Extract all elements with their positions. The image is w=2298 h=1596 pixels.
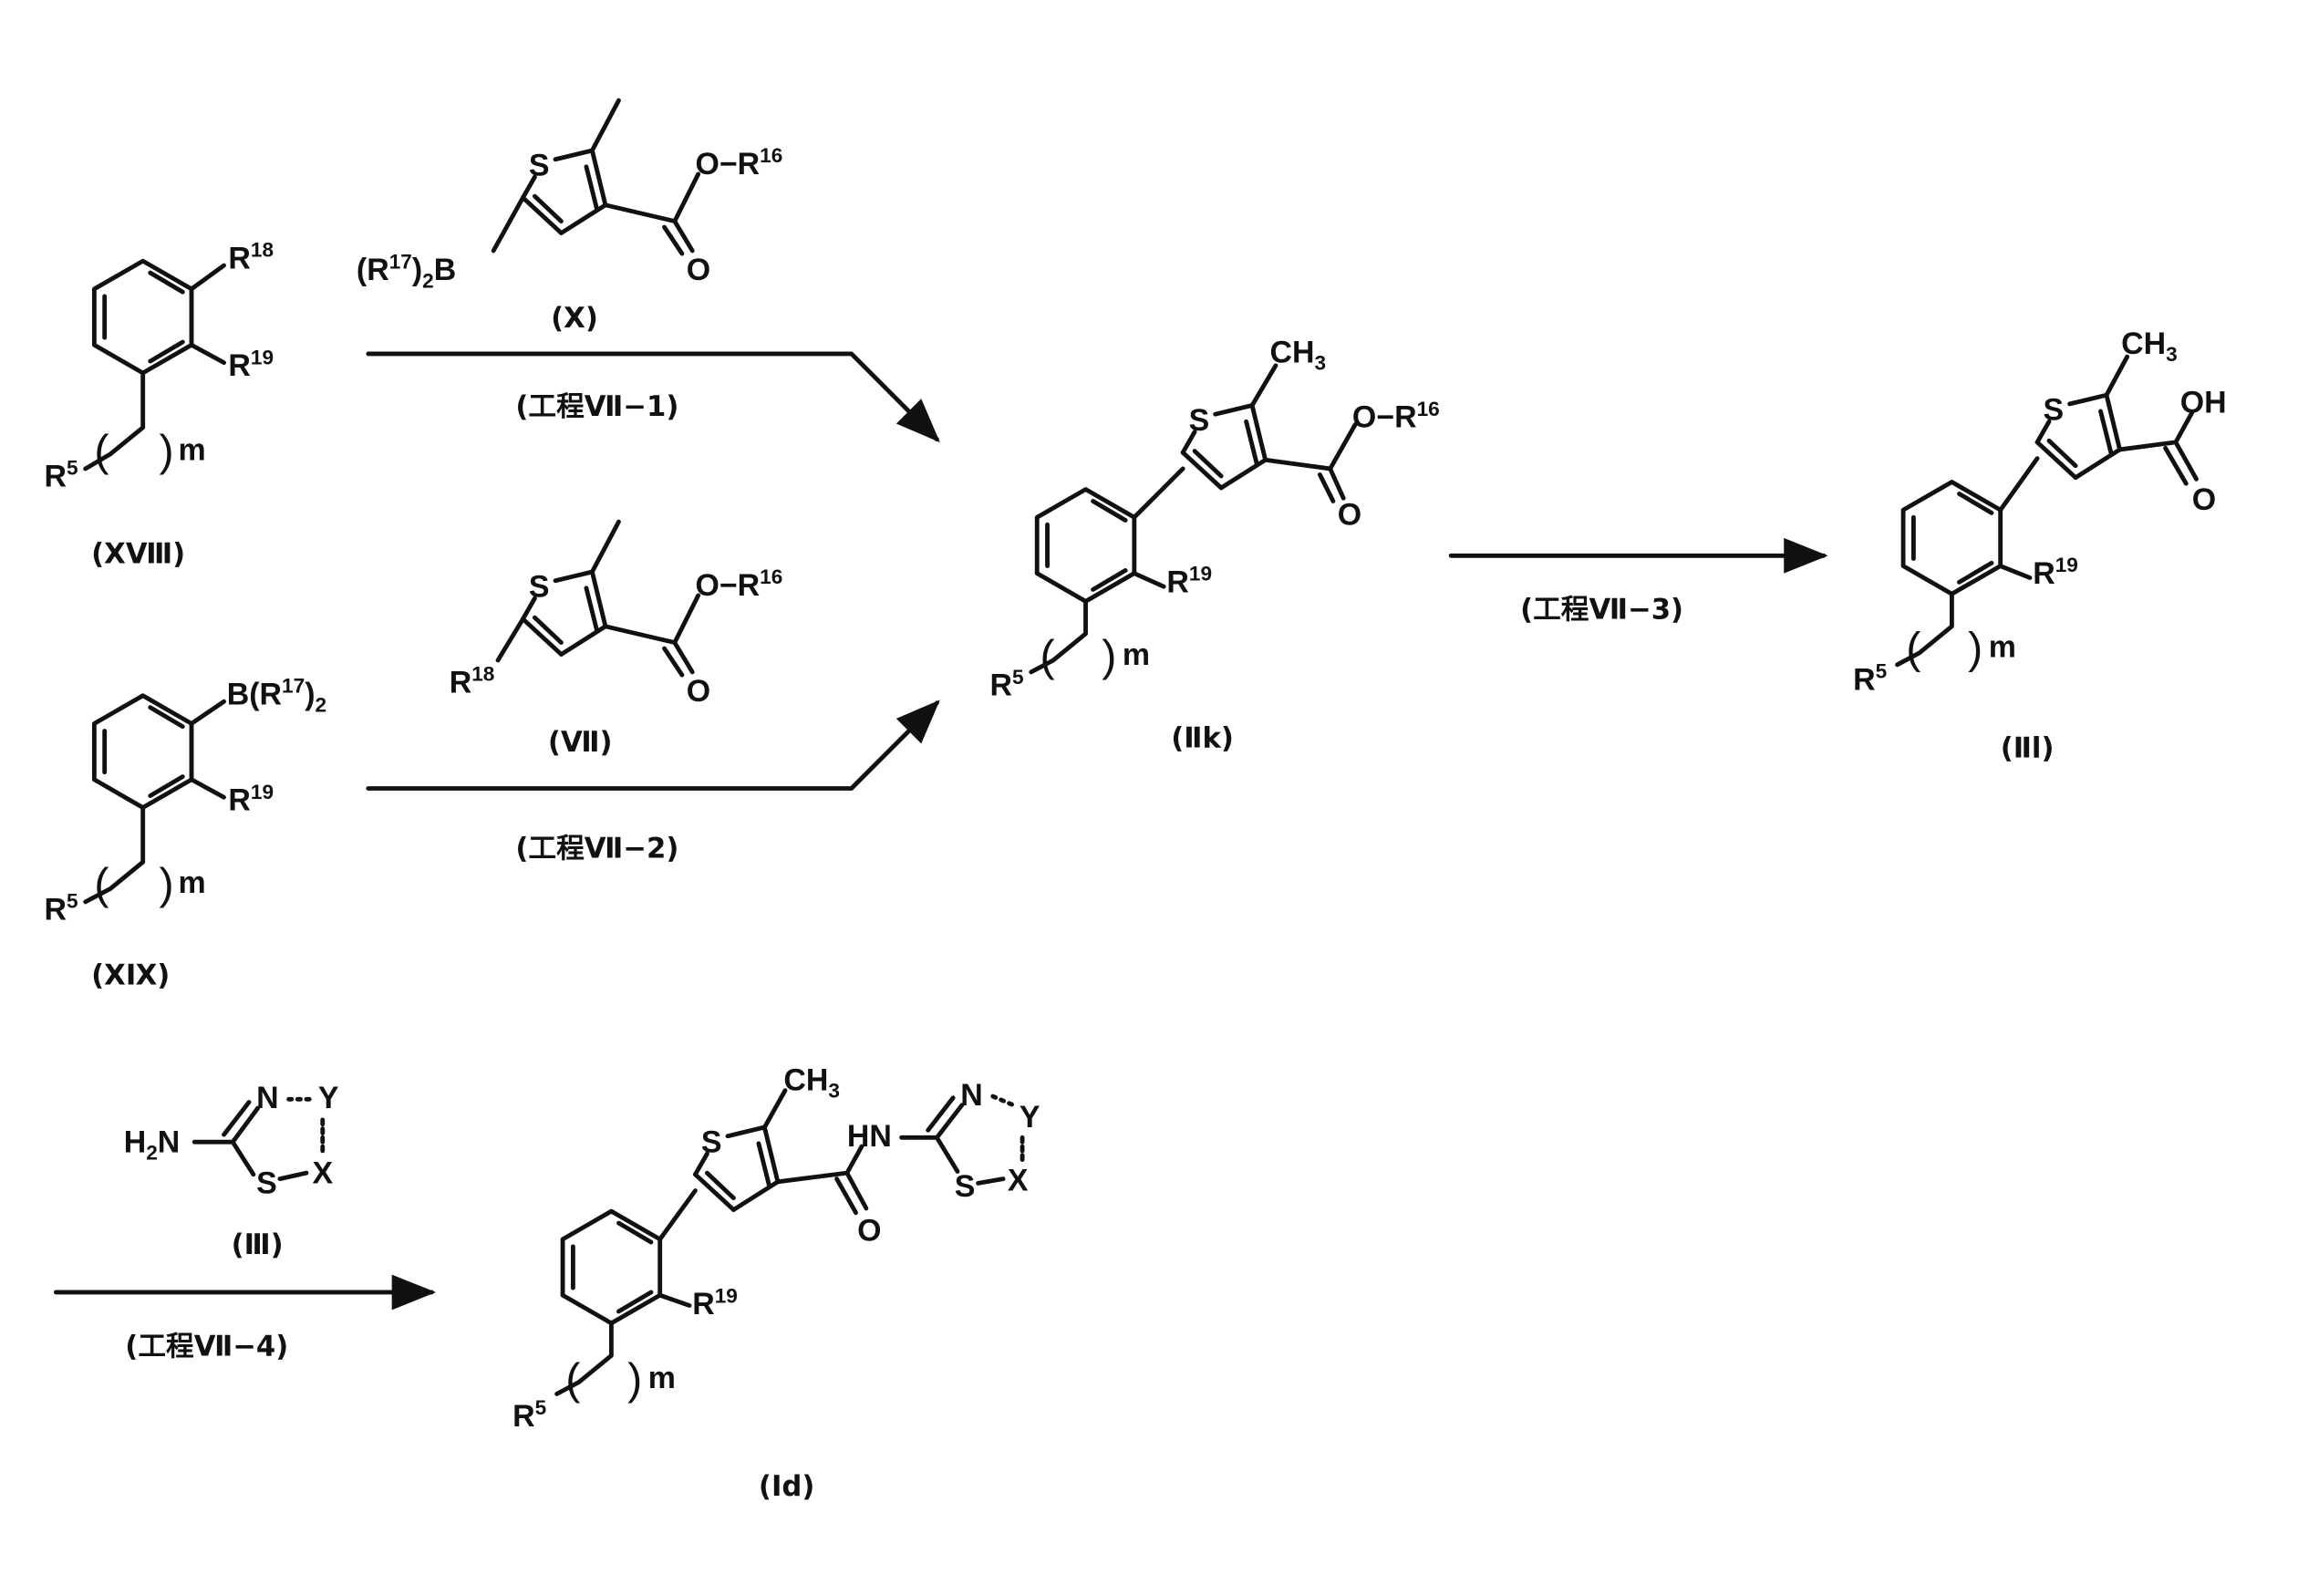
methyl-label: CH3 — [783, 1063, 840, 1103]
compound-label: (Ⅱl) — [2001, 733, 2055, 765]
x-label: X — [1008, 1164, 1029, 1198]
y-label: Y — [1020, 1100, 1040, 1135]
step-label: (工程Ⅶ−3) — [1520, 595, 1683, 627]
compound-XVIII: R18 R19 R5 ( ) m (XⅧ) — [44, 238, 274, 570]
methyl-label: CH3 — [2121, 326, 2178, 366]
svg-text:(: ( — [94, 427, 109, 476]
compound-VII: S R18 O−R16 O (Ⅶ) — [450, 522, 783, 759]
r5-label: R5 — [44, 456, 78, 493]
carbonyl-o: O — [857, 1213, 881, 1248]
ester-label: O−R16 — [695, 144, 782, 181]
m-label: m — [178, 865, 205, 900]
carbonyl-o: O — [2192, 482, 2216, 517]
nitrogen-label: N — [960, 1078, 983, 1113]
r5-label: R5 — [1853, 659, 1887, 697]
nitrogen-label: N — [256, 1081, 279, 1115]
m-label: m — [1989, 630, 2016, 665]
hydroxyl-label: OH — [2180, 386, 2227, 420]
r19-label: R19 — [1166, 563, 1212, 600]
compound-label: (Ⅱk) — [1171, 722, 1234, 754]
x-label: X — [312, 1156, 333, 1190]
compound-label: (XⅨ) — [91, 959, 170, 991]
r18-label: R18 — [228, 238, 274, 275]
ester-label: O−R16 — [695, 565, 782, 603]
m-label: m — [178, 432, 205, 467]
compound-X: S (R17)2B O−R16 O (X) — [357, 100, 782, 335]
compound-label: (XⅧ) — [91, 538, 185, 570]
r5-label: R5 — [512, 1396, 546, 1434]
r19-label: R19 — [228, 781, 274, 818]
carbonyl-o: O — [687, 253, 710, 287]
compound-label: (Ⅶ) — [548, 727, 613, 759]
boronate-label: B(R17)2 — [227, 674, 326, 716]
amide-nh-label: HN — [847, 1119, 892, 1154]
svg-text:): ) — [159, 860, 173, 909]
reaction-arrow-step-4: (工程Ⅶ−4) — [56, 1292, 431, 1363]
svg-text:(: ( — [1906, 624, 1920, 673]
ester-label: O−R16 — [1352, 398, 1440, 435]
compound-Id: S CH3 HN O N Y X S R19 R5 ( ) m (Ⅰd) — [512, 1063, 1040, 1503]
r19-label: R19 — [692, 1284, 738, 1321]
step-label: (工程Ⅶ−1) — [515, 391, 678, 423]
carbonyl-o: O — [1338, 497, 1361, 532]
svg-text:): ) — [1968, 624, 1982, 673]
m-label: m — [648, 1361, 676, 1395]
amine-label: H2N — [124, 1125, 181, 1165]
compound-XIX: B(R17)2 R19 R5 ( ) m (XⅨ) — [44, 674, 326, 991]
sulfur-label: S — [529, 148, 550, 182]
step-label: (工程Ⅶ−4) — [125, 1331, 288, 1363]
sulfur-label: S — [256, 1166, 277, 1201]
svg-text:(: ( — [1040, 631, 1054, 680]
compound-IIl: S CH3 OH O R19 R5 ( ) m (Ⅱl) — [1853, 326, 2226, 765]
boronate-label: (R17)2B — [357, 250, 456, 292]
r5-label: R5 — [44, 889, 78, 927]
methyl-label: CH3 — [1269, 336, 1326, 375]
r5-label: R5 — [990, 666, 1024, 703]
reaction-arrow-step-2: (工程Ⅶ−2) — [368, 703, 937, 865]
svg-text:(: ( — [565, 1354, 580, 1404]
step-label: (工程Ⅶ−2) — [515, 833, 678, 865]
compound-III: H2N N Y X S (Ⅲ) — [124, 1081, 339, 1261]
sulfur-label: S — [1189, 403, 1210, 438]
compound-label: (Ⅲ) — [232, 1229, 284, 1261]
r19-label: R19 — [228, 346, 274, 383]
compound-label: (Ⅰd) — [759, 1471, 814, 1503]
thiadiazole-sulfur-label: S — [955, 1169, 976, 1204]
reaction-arrow-step-3: (工程Ⅶ−3) — [1451, 555, 1824, 626]
y-label: Y — [318, 1081, 339, 1115]
svg-text:): ) — [159, 427, 173, 476]
svg-text:): ) — [627, 1354, 642, 1404]
carbonyl-o: O — [687, 674, 710, 709]
reaction-arrow-step-1: (工程Ⅶ−1) — [368, 354, 937, 440]
r18-label: R18 — [450, 663, 495, 700]
svg-text:(: ( — [94, 860, 109, 909]
sulfur-label: S — [2044, 393, 2065, 428]
svg-text:): ) — [1102, 631, 1116, 680]
compound-label: (X) — [551, 303, 598, 335]
compound-IIk: S CH3 O−R16 O R19 R5 ( ) m (Ⅱk) — [990, 336, 1440, 755]
sulfur-label: S — [701, 1125, 722, 1160]
sulfur-label: S — [529, 570, 550, 605]
m-label: m — [1123, 637, 1150, 672]
r19-label: R19 — [2033, 554, 2078, 591]
